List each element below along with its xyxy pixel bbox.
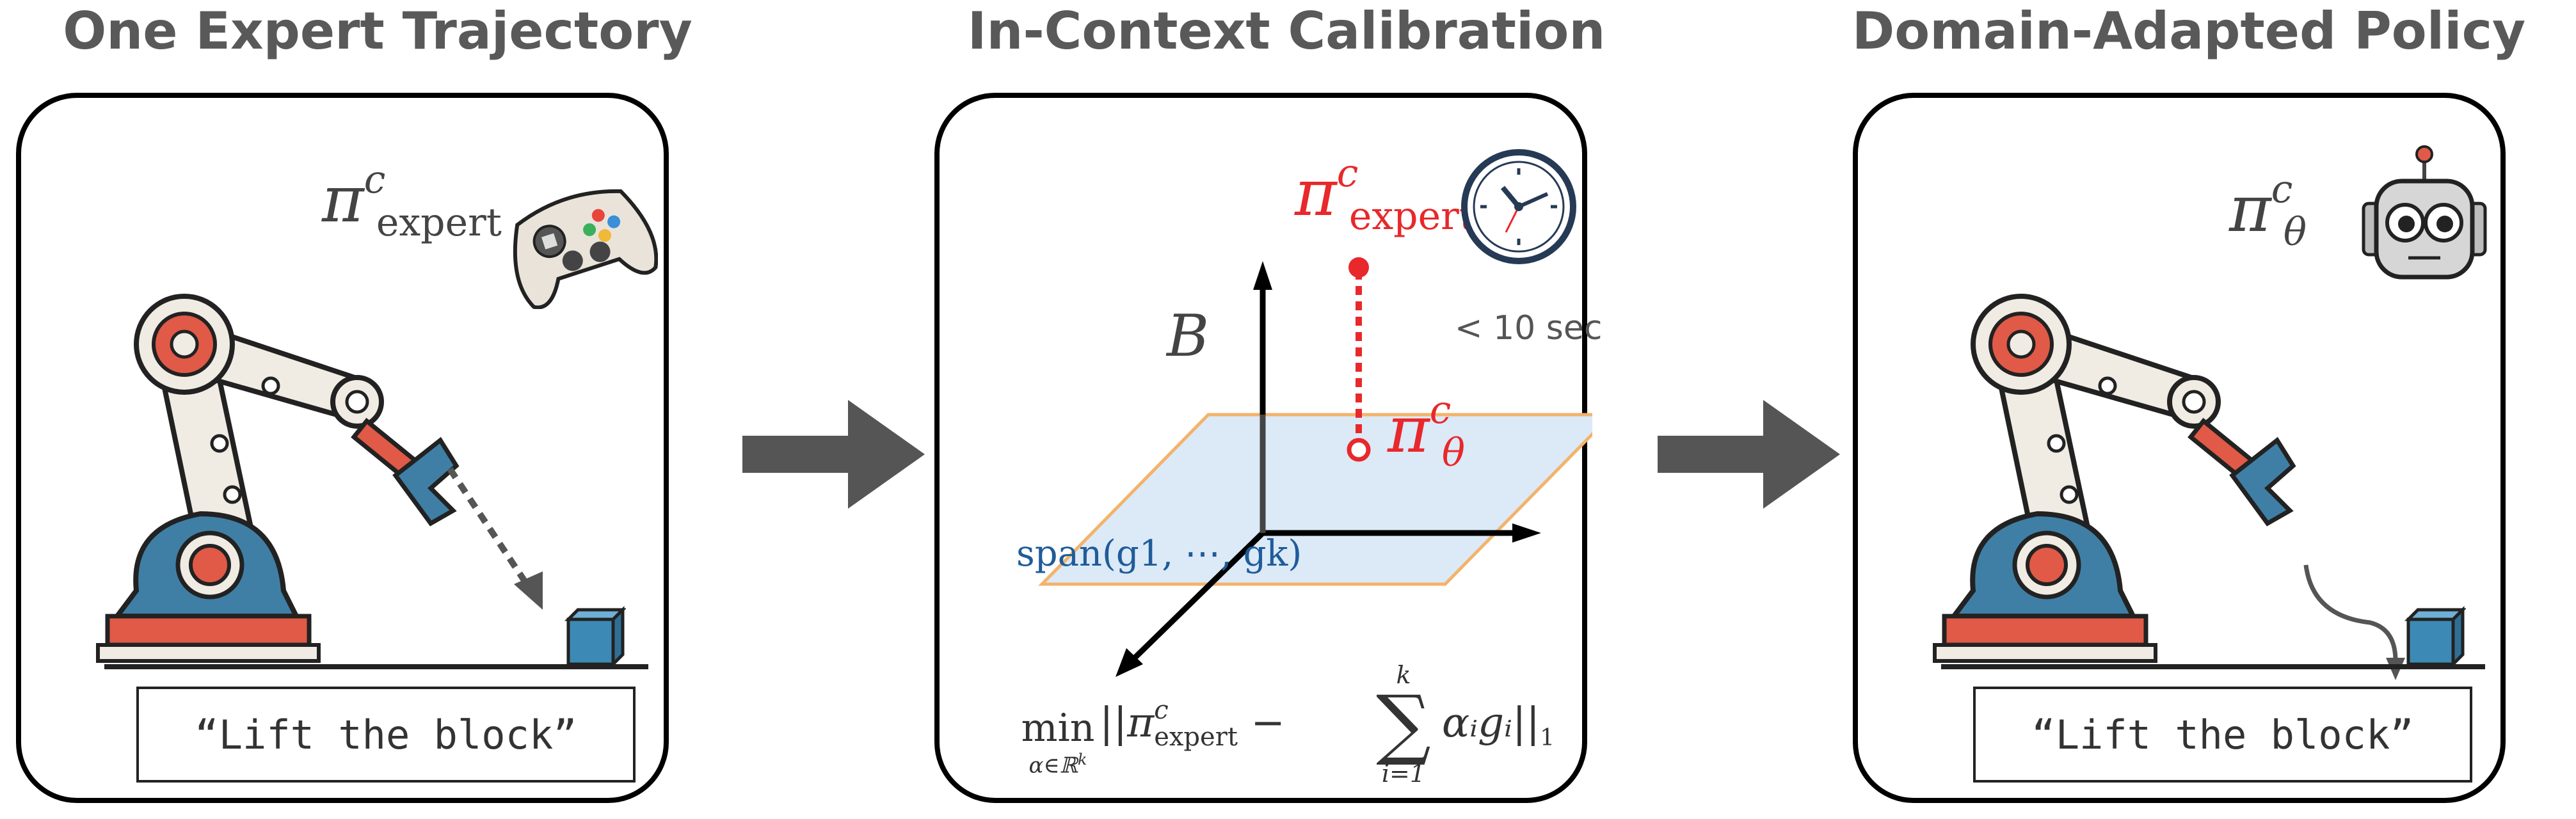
ground-line [1941,664,2485,669]
time-label: < 10 sec [1455,309,1603,347]
ground-line [104,664,648,669]
theta-policy-label: π c θ [2229,167,2307,255]
trajectory-arrow-icon [2303,564,2405,680]
robot-arm-icon [1933,294,2296,663]
panel-expert-trajectory: π c expert [16,93,669,803]
instruction-box: “Lift the block” [136,687,636,783]
robot-arm-icon [96,294,460,663]
panel-adapted-policy: π c θ [1853,93,2506,803]
theta-point-label: π c θ [1388,388,1465,475]
gamepad-icon [513,189,658,309]
panel-1-title: One Expert Trajectory [63,1,692,61]
instruction-box: “Lift the block” [1973,687,2472,783]
span-plane [1038,413,1592,586]
expert-point-label: π c expert [1295,151,1475,239]
panel-calibration: π c expert π c θ B < 10 sec span(g1, ⋯, … [934,93,1602,803]
expert-policy-label: π c expert [322,157,502,245]
block-icon [564,605,626,667]
panel-2-title: In-Context Calibration [967,1,1606,61]
clock-icon [1461,149,1576,264]
trajectory-arrow-icon [447,467,543,610]
basis-label: B [1167,303,1210,370]
block-icon [2404,605,2466,667]
arrow-1-icon [742,400,925,509]
robot-head-icon [2362,145,2487,280]
calibration-diagram [1038,257,1592,677]
span-label: span(g1, ⋯, gk) [1016,533,1302,575]
panel-3-title: Domain-Adapted Policy [1852,1,2526,61]
arrow-2-icon [1658,400,1840,509]
